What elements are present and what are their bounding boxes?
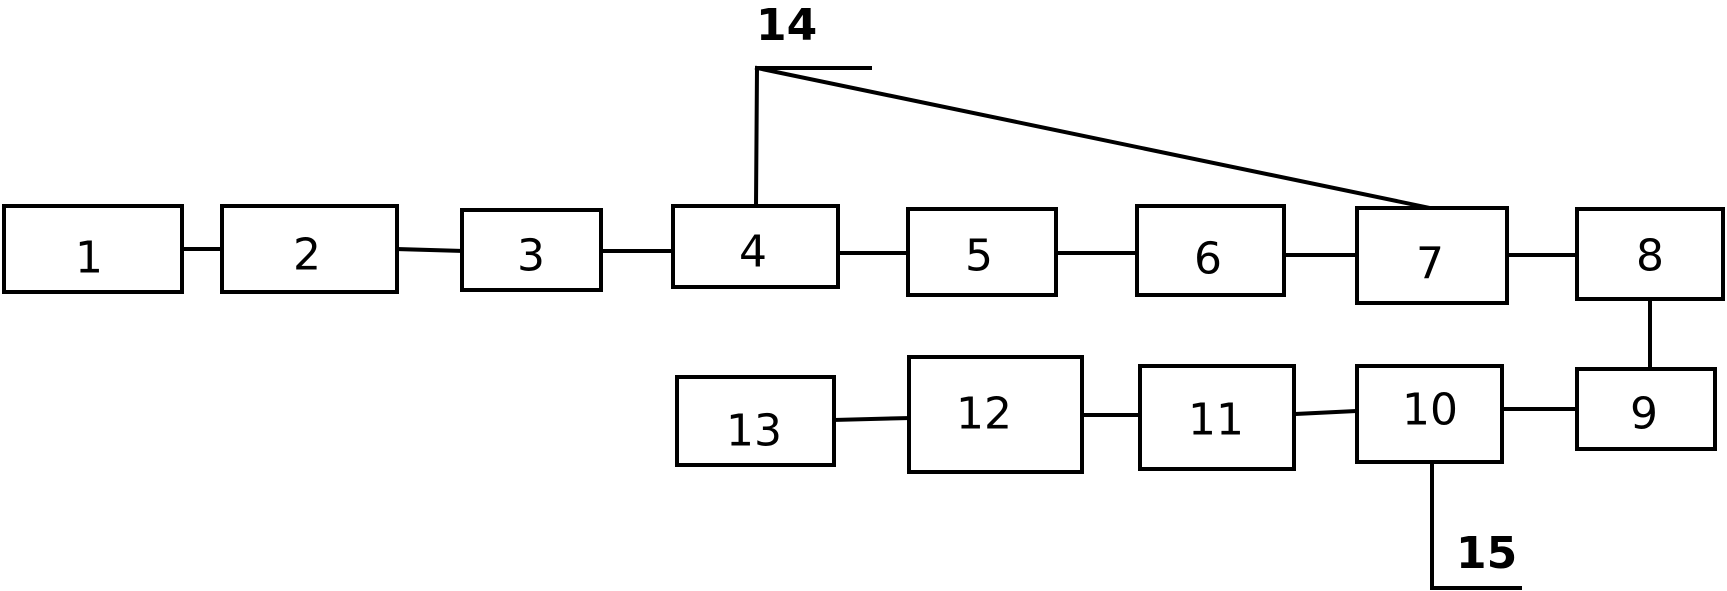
link-10-11 (1292, 408, 1360, 417)
block-2: 2 (220, 204, 399, 294)
block-10: 10 (1355, 364, 1504, 464)
block-12: 12 (907, 355, 1084, 474)
block-5: 5 (906, 207, 1058, 297)
block-3: 3 (460, 208, 603, 292)
block-9: 9 (1575, 367, 1717, 451)
block-13-label: 13 (726, 406, 782, 457)
block-7: 7 (1355, 206, 1509, 305)
block-4-label: 4 (739, 227, 767, 278)
reference-label-15: 15 (1456, 528, 1517, 579)
block-2-label: 2 (293, 230, 321, 281)
block-8: 8 (1575, 207, 1725, 301)
block-11-label: 11 (1188, 395, 1244, 446)
block-3-label: 3 (517, 231, 545, 282)
connections (180, 65, 1652, 590)
block-7-label: 7 (1416, 239, 1444, 290)
block-1: 1 (2, 204, 184, 294)
block-8-label: 8 (1636, 231, 1664, 282)
link-2-3 (394, 246, 465, 254)
block-5-label: 5 (965, 231, 993, 282)
block-4: 4 (671, 204, 840, 289)
output-link-10-15 (1430, 460, 1522, 590)
block-1-label: 1 (75, 233, 103, 284)
feedback-slant-line (754, 65, 1433, 211)
block-6-label: 6 (1194, 234, 1222, 285)
block-9-label: 9 (1630, 389, 1658, 440)
reference-label-14: 14 (756, 0, 817, 51)
block-10-label: 10 (1402, 385, 1458, 436)
block-6: 6 (1135, 204, 1286, 297)
block-13: 13 (675, 375, 836, 467)
block-11: 11 (1138, 364, 1296, 471)
blocks: 1 2 3 4 5 6 7 8 (2, 204, 1725, 474)
link-12-13 (831, 415, 912, 423)
block-12-label: 12 (956, 389, 1012, 440)
